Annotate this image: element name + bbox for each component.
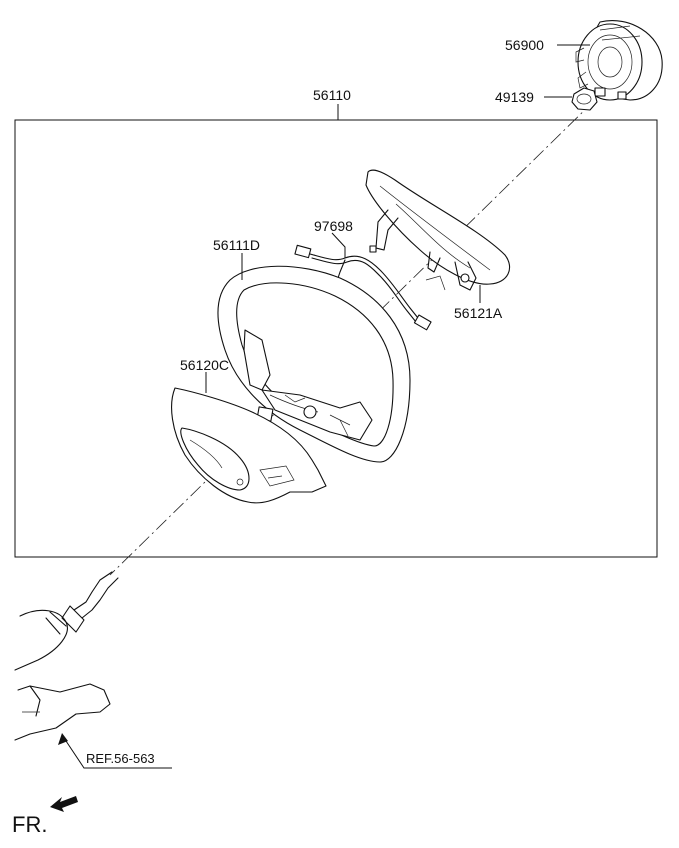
label-56120C: 56120C — [180, 357, 229, 373]
label-49139: 49139 — [495, 89, 534, 105]
label-56900: 56900 — [505, 37, 544, 53]
label-56110: 56110 — [313, 87, 351, 103]
nut-part — [571, 87, 598, 111]
airbag-cover-part — [365, 169, 510, 291]
label-reference: REF.56-563 — [86, 751, 155, 766]
fr-label: FR. — [12, 812, 47, 837]
ref-arrowhead — [58, 733, 68, 745]
steering-wheel-part — [217, 265, 411, 463]
label-97698: 97698 — [314, 218, 353, 234]
label-56121A: 56121A — [454, 305, 503, 321]
assembly-box — [14, 119, 658, 558]
label-56111D: 56111D — [213, 237, 260, 253]
steering-column-part — [14, 571, 119, 741]
leader-ref — [63, 737, 172, 769]
fr-arrow-icon — [50, 796, 78, 812]
clock-spring-part — [575, 20, 663, 101]
leader-97698 — [331, 232, 346, 258]
lower-cover-part — [171, 387, 327, 504]
